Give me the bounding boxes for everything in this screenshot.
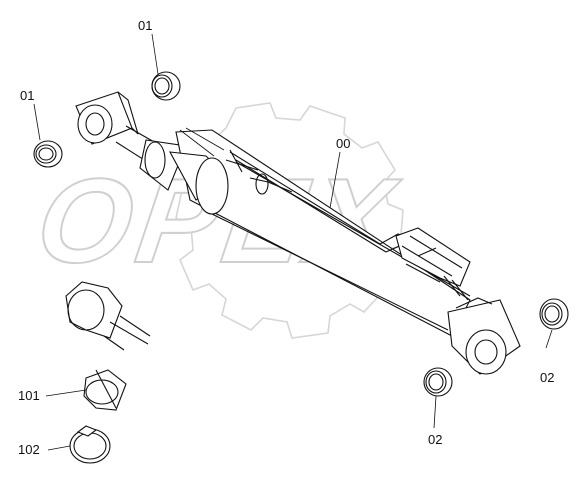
cylinder-head-end [75,91,139,145]
seal-ring-02-bottom [423,367,453,397]
hex-nut [65,281,151,351]
label-02-right: 02 [540,370,554,385]
label-101: 101 [18,388,40,403]
seal-ring-01-top [151,71,181,101]
seal-ring-02-right [539,298,569,330]
label-102: 102 [18,442,40,457]
label-00: 00 [336,136,350,151]
part-labels: 01 01 00 02 02 101 102 [18,18,554,457]
label-01-left: 01 [20,88,34,103]
cylinder-bottom-end [447,297,521,375]
part-101-sleeve [83,369,127,411]
watermark-gear [175,102,404,339]
leader-lines [33,33,553,451]
label-02-bottom: 02 [428,432,442,447]
label-01-top: 01 [138,18,152,33]
seal-ring-01-left [33,140,63,168]
hose-pipe-assembly [229,151,471,301]
part-102-clamp [69,425,111,464]
